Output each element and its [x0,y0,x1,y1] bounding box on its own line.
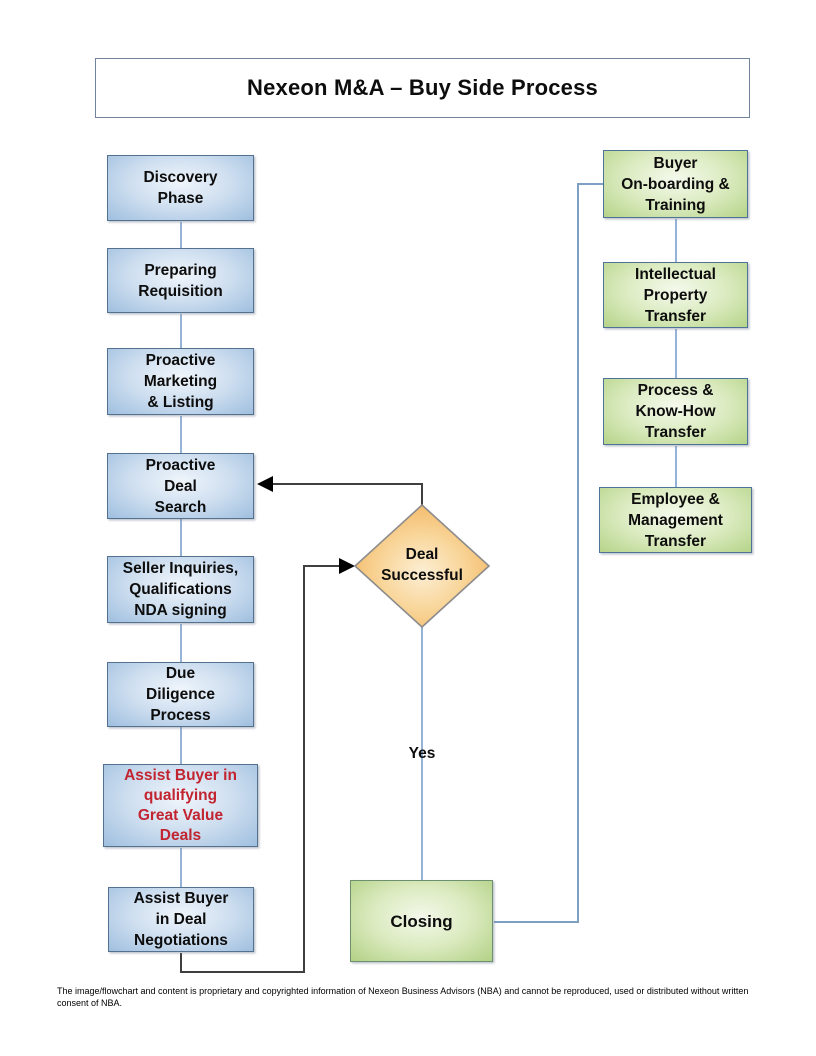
node-assist-buyer-qualifying-deals: Assist Buyer in qualifying Great Value D… [103,764,258,847]
node-intellectual-property-transfer: Intellectual Property Transfer [603,262,748,328]
node-label: Proactive Deal Search [145,456,216,516]
node-label: Assist Buyer in qualifying Great Value D… [124,766,237,844]
decision-to-deal-search-line [272,483,423,505]
node-seller-inquiries-qualifications-nda: Seller Inquiries, Qualifications NDA sig… [107,556,254,623]
yes-label: Yes [408,745,436,762]
node-proactive-deal-search: Proactive Deal Search [107,453,254,519]
node-label: Due Diligence Process [146,665,215,724]
node-label: Assist Buyer in Deal Negotiations [133,890,229,949]
node-label: Process & Know-How Transfer [635,382,716,441]
node-closing: Closing [350,880,493,962]
node-label: Seller Inquiries, Qualifications NDA sig… [122,560,239,619]
arrowhead-into-decision [339,558,355,574]
copyright-note: The image/flowchart and content is propr… [57,986,749,1008]
negotiations-to-decision-line [180,565,340,973]
node-label: Employee & Management Transfer [628,490,723,550]
node-due-diligence-process: Due Diligence Process [107,662,254,727]
decision-diamond-label: Deal Successful [381,546,463,584]
node-employee-management-transfer: Employee & Management Transfer [599,487,752,553]
node-preparing-requisition: Preparing Requisition [107,248,254,313]
decision-diamond-shape [353,503,491,629]
node-proactive-marketing-listing: Proactive Marketing & Listing [107,348,254,415]
node-discovery-phase: Discovery Phase [107,155,254,221]
page-title: Nexeon M&A – Buy Side Process [247,75,598,100]
node-label: Intellectual Property Transfer [635,265,716,325]
node-label: Closing [390,911,453,931]
node-label: Preparing Requisition [138,261,223,300]
node-label: Discovery Phase [143,169,218,207]
node-label: Proactive Marketing & Listing [143,352,218,411]
node-process-knowhow-transfer: Process & Know-How Transfer [603,378,748,445]
node-buyer-onboarding-training: Buyer On-boarding & Training [603,150,748,218]
closing-to-onboarding-line [494,183,603,923]
arrowhead-into-deal-search [257,476,273,492]
node-assist-buyer-deal-negotiations: Assist Buyer in Deal Negotiations [108,887,254,952]
title-box: Nexeon M&A – Buy Side Process [95,58,750,118]
node-label: Buyer On-boarding & Training [621,154,730,214]
